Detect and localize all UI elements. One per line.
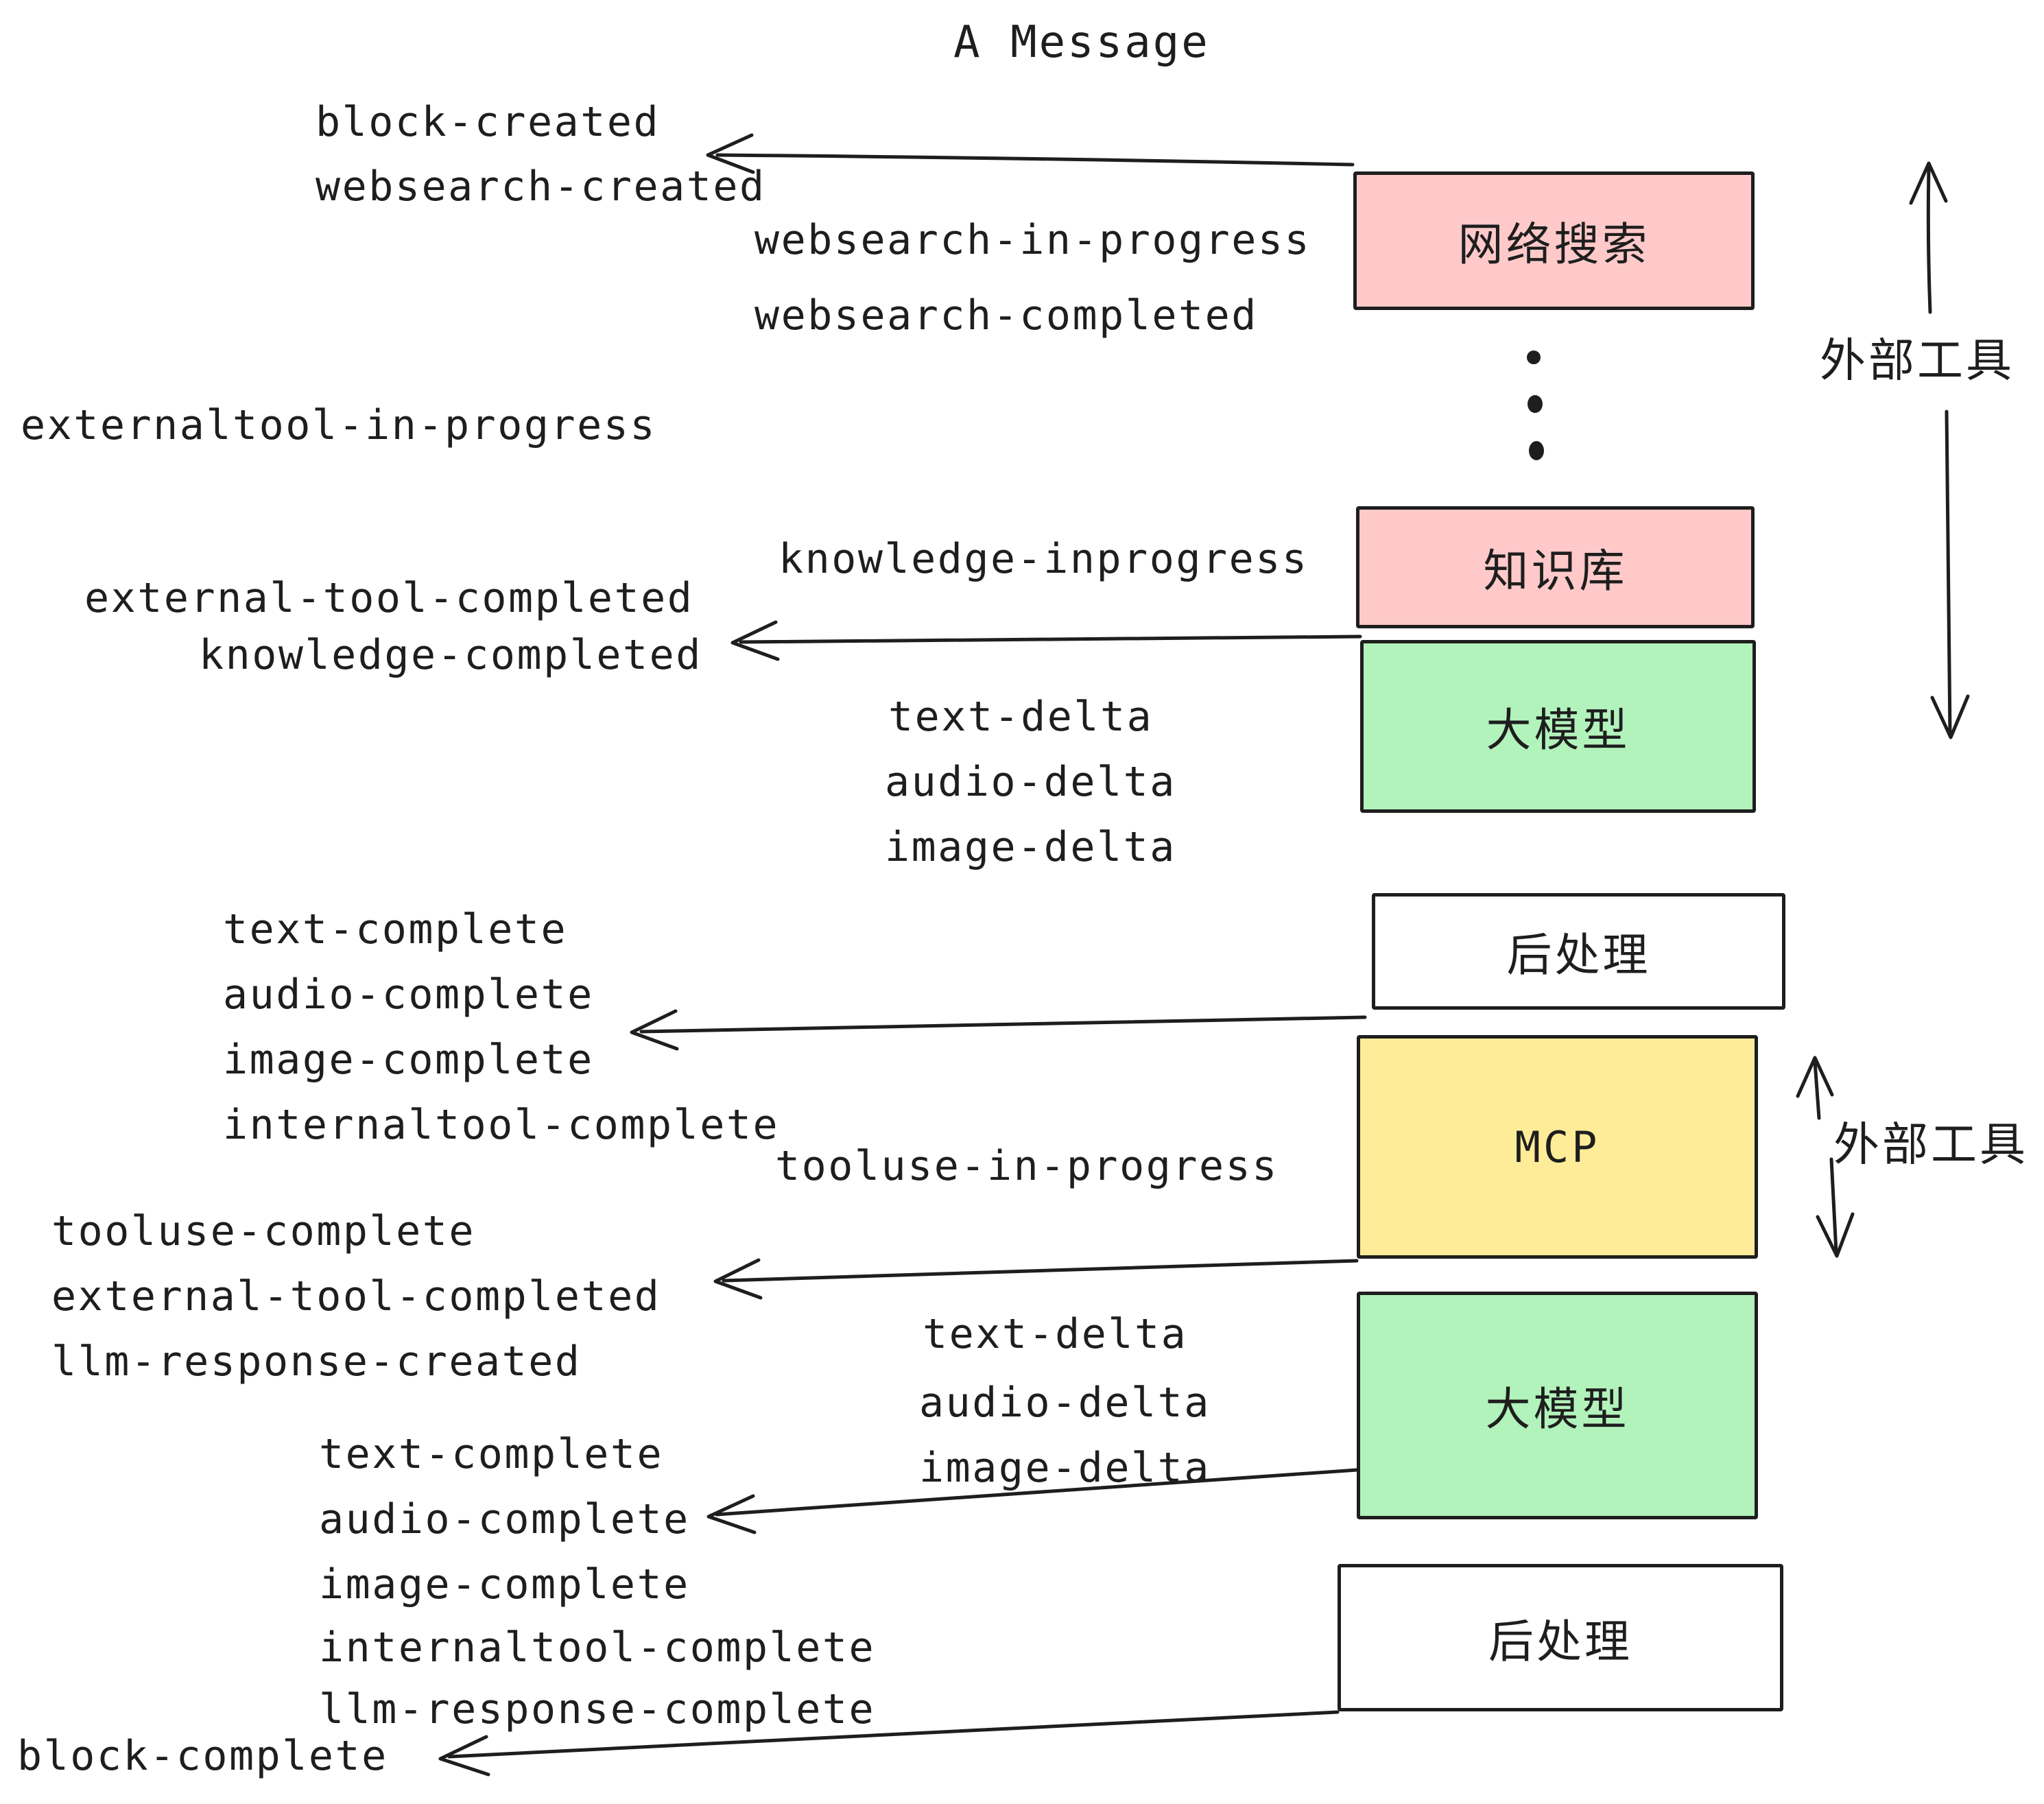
event-tooluse-complete: tooluse-complete	[51, 1207, 475, 1255]
ext-tools2-up-arrow	[1813, 1060, 1821, 1120]
event-audio-complete-2: audio-complete	[319, 1495, 690, 1543]
box-postprocess-2-label: 后处理	[1488, 1615, 1632, 1668]
ext-tools1-up-arrowhead	[1909, 161, 1948, 205]
arrowhead-llm2-to-audio-complete	[706, 1494, 757, 1534]
annotation-external-tools-mcp: 外部工具	[1833, 1117, 2028, 1172]
event-internaltool-complete-2: internaltool-complete	[319, 1624, 876, 1672]
event-external-tool-completed-1: external-tool-completed	[84, 574, 694, 622]
event-image-delta-1: image-delta	[885, 823, 1176, 871]
box-mcp-label: MCP	[1514, 1121, 1600, 1172]
ext-tools1-up-arrow	[1926, 164, 1932, 314]
event-websearch-in-progress: websearch-in-progress	[754, 216, 1311, 264]
event-external-tool-completed-2: external-tool-completed	[51, 1272, 661, 1320]
box-postprocess-1: 后处理	[1372, 893, 1785, 1010]
event-text-delta-1: text-delta	[888, 693, 1154, 741]
event-internaltool-complete-1: internaltool-complete	[223, 1101, 780, 1149]
event-knowledge-completed: knowledge-completed	[199, 631, 702, 679]
ext-tools1-down-arrow	[1945, 410, 1952, 736]
ext-tools2-down-arrow	[1829, 1157, 1838, 1254]
event-audio-delta-2: audio-delta	[919, 1379, 1211, 1427]
box-postprocess-2: 后处理	[1338, 1564, 1783, 1711]
event-knowledge-inprogress: knowledge-inprogress	[779, 535, 1309, 583]
arrow-knowledge-to-completed	[739, 634, 1362, 644]
arrow-post2-to-block-complete	[447, 1710, 1340, 1759]
box-llm-1: 大模型	[1360, 640, 1756, 813]
arrowhead-mcp-to-tooluse-complete	[713, 1258, 763, 1300]
event-text-delta-2: text-delta	[923, 1310, 1188, 1358]
arrow-llm2-to-audio-complete	[715, 1468, 1359, 1517]
box-knowledge: 知识库	[1356, 506, 1755, 628]
event-block-created: block-created	[316, 98, 661, 146]
arrow-websearch-to-created	[715, 153, 1355, 167]
event-llm-response-complete: llm-response-complete	[319, 1685, 876, 1733]
ext-tools2-down-arrowhead	[1816, 1212, 1855, 1258]
arrowhead-post2-to-block-complete	[438, 1735, 490, 1777]
arrowhead-post1-to-image-complete	[630, 1009, 679, 1051]
box-knowledge-label: 知识库	[1483, 545, 1628, 597]
ext-tools1-down-arrowhead	[1930, 694, 1970, 739]
event-image-complete-2: image-complete	[319, 1560, 690, 1609]
box-websearch: 网络搜索	[1353, 171, 1755, 310]
box-mcp: MCP	[1357, 1035, 1758, 1259]
ellipsis-dots	[1527, 351, 1544, 460]
event-websearch-completed: websearch-completed	[754, 292, 1258, 340]
event-text-complete-2: text-complete	[319, 1430, 664, 1478]
box-postprocess-1-label: 后处理	[1506, 929, 1651, 982]
dot-2	[1528, 395, 1543, 413]
annotation-external-tools-top: 外部工具	[1820, 333, 2015, 388]
box-llm-2-label: 大模型	[1485, 1383, 1630, 1436]
arrow-post1-to-image-complete	[639, 1015, 1367, 1034]
event-image-complete-1: image-complete	[223, 1036, 594, 1084]
box-websearch-label: 网络搜索	[1458, 218, 1650, 271]
event-llm-response-created: llm-response-created	[51, 1338, 582, 1386]
event-externaltool-in-progress: externaltool-in-progress	[21, 401, 656, 449]
ext-tools2-up-arrowhead	[1796, 1056, 1834, 1098]
event-audio-delta-1: audio-delta	[885, 758, 1176, 806]
arrowhead-knowledge-to-completed	[730, 620, 780, 661]
event-audio-complete-1: audio-complete	[223, 971, 594, 1019]
arrowhead-websearch-to-created	[706, 133, 755, 174]
arrow-mcp-to-tooluse-complete	[722, 1259, 1359, 1283]
event-block-complete: block-complete	[17, 1732, 388, 1780]
event-tooluse-in-progress: tooluse-in-progress	[775, 1142, 1279, 1190]
dot-1	[1527, 351, 1541, 364]
dot-3	[1529, 441, 1544, 460]
event-image-delta-2: image-delta	[919, 1444, 1211, 1492]
diagram-title: A Message	[953, 17, 1210, 68]
box-llm-1-label: 大模型	[1486, 704, 1630, 757]
event-websearch-created: websearch-created	[316, 163, 766, 211]
event-text-complete-1: text-complete	[223, 905, 568, 953]
box-llm-2: 大模型	[1357, 1292, 1758, 1519]
